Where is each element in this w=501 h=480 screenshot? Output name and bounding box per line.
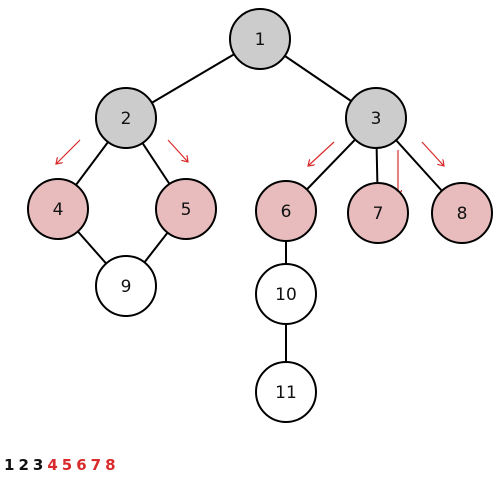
node-circle bbox=[347, 182, 409, 244]
node-1: 1 bbox=[229, 8, 291, 70]
order-item: 2 bbox=[18, 456, 29, 474]
node-label: 9 bbox=[121, 277, 132, 297]
node-label: 2 bbox=[121, 109, 132, 129]
arrow-3-8 bbox=[421, 141, 444, 166]
node-label: 10 bbox=[275, 285, 297, 305]
node-circle bbox=[155, 178, 217, 240]
node-label: 5 bbox=[181, 200, 192, 220]
order-item: 6 bbox=[76, 456, 87, 474]
node-9: 9 bbox=[95, 255, 157, 317]
node-11: 11 bbox=[255, 361, 317, 423]
arrow-2-4 bbox=[56, 139, 81, 164]
node-circle bbox=[255, 263, 317, 325]
node-circle bbox=[345, 87, 407, 149]
order-item: 3 bbox=[32, 456, 44, 474]
node-circle bbox=[255, 361, 317, 423]
node-circle bbox=[431, 182, 493, 244]
order-item: 7 bbox=[90, 456, 102, 474]
nodes: 1 2 3 4 5 6 7 8 9 10 11 bbox=[27, 8, 493, 423]
node-circle bbox=[255, 180, 317, 242]
node-3: 3 bbox=[345, 87, 407, 149]
arrow-2-5 bbox=[167, 139, 188, 162]
node-2: 2 bbox=[95, 87, 157, 149]
node-label: 3 bbox=[371, 109, 382, 129]
node-label: 6 bbox=[281, 202, 292, 222]
order-item: 1 bbox=[4, 456, 15, 474]
node-label: 11 bbox=[275, 383, 297, 403]
node-circle bbox=[27, 178, 89, 240]
node-label: 1 bbox=[255, 30, 266, 50]
node-10: 10 bbox=[255, 263, 317, 325]
order-item: 8 bbox=[105, 456, 116, 474]
node-label: 4 bbox=[53, 200, 64, 220]
node-5: 5 bbox=[155, 178, 217, 240]
node-circle bbox=[95, 87, 157, 149]
order-item: 4 bbox=[47, 456, 58, 474]
node-circle bbox=[95, 255, 157, 317]
node-7: 7 bbox=[347, 182, 409, 244]
node-4: 4 bbox=[27, 178, 89, 240]
node-label: 7 bbox=[373, 204, 384, 224]
traversal-arrows bbox=[56, 139, 444, 196]
graph-diagram: 1 2 3 4 5 6 7 8 9 10 11 bbox=[27, 8, 493, 423]
node-6: 6 bbox=[255, 180, 317, 242]
arrow-3-6 bbox=[308, 141, 335, 166]
node-circle bbox=[229, 8, 291, 70]
node-label: 8 bbox=[457, 204, 468, 224]
order-item: 5 bbox=[61, 456, 73, 474]
node-8: 8 bbox=[431, 182, 493, 244]
